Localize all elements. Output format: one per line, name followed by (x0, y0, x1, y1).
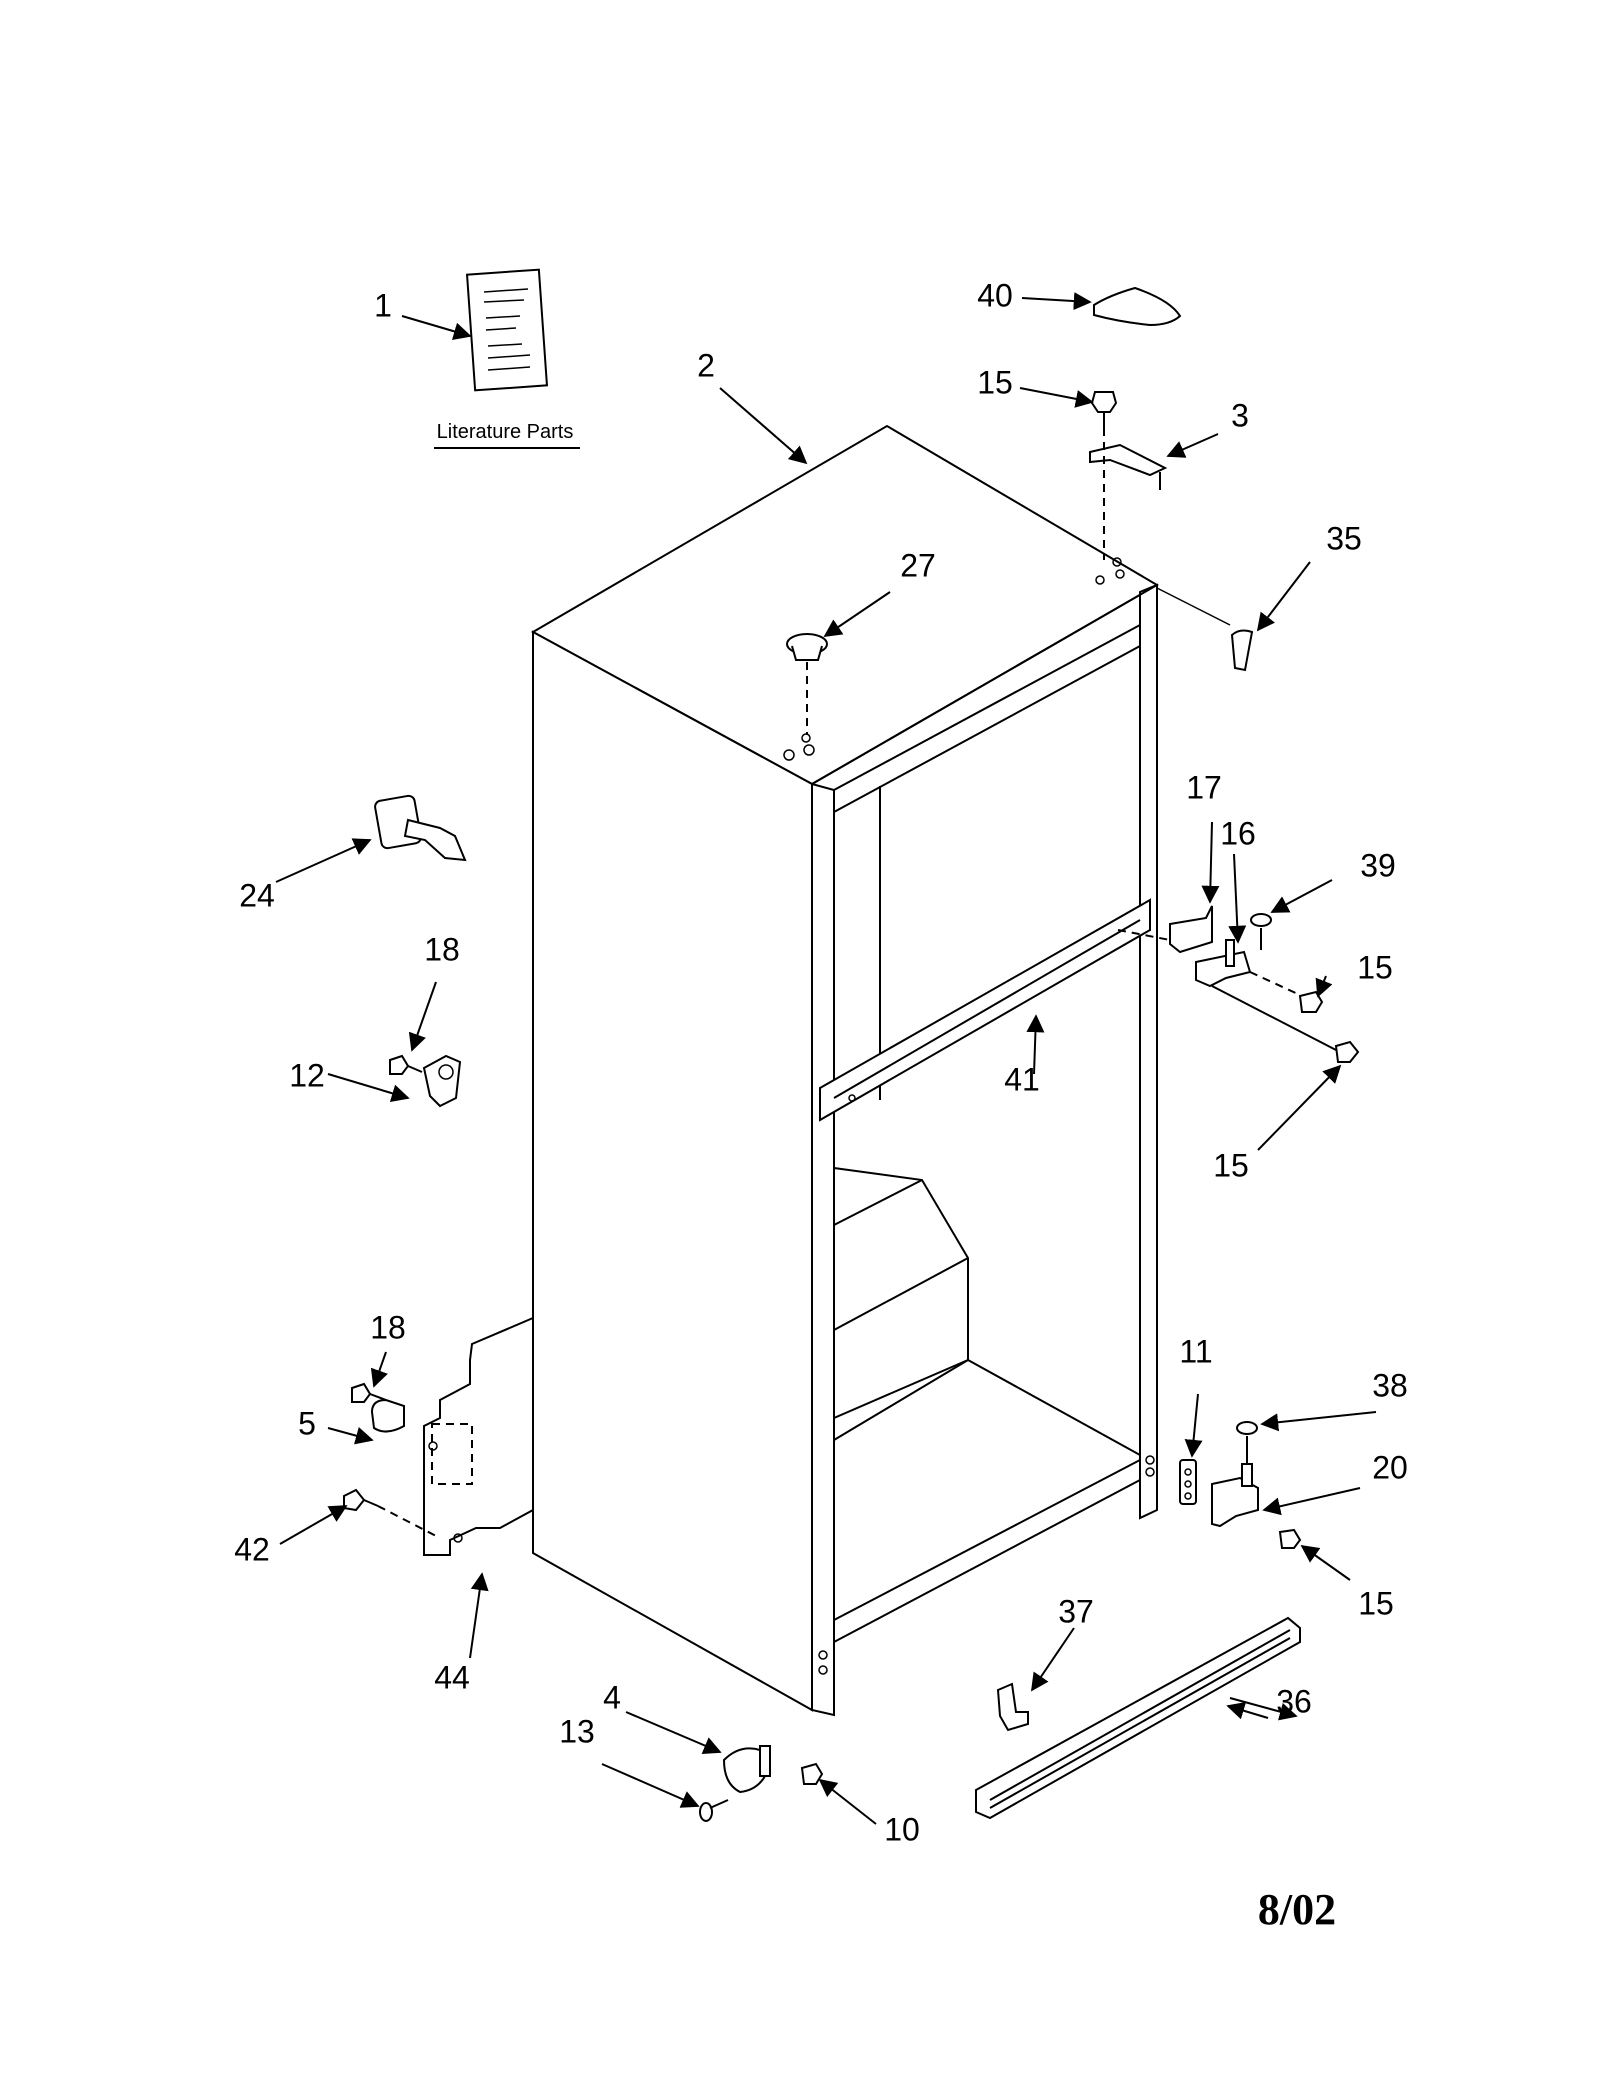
callout-18-upper: 18 (424, 931, 460, 967)
callout-16: 16 (1220, 815, 1256, 851)
pin-part-13 (699, 1799, 729, 1822)
callout-15-mid-a: 15 (1357, 949, 1393, 985)
bracket-part-44 (423, 1316, 534, 1556)
callout-11: 11 (1179, 1333, 1212, 1369)
screw-42-dashline (377, 1505, 441, 1539)
spacer-part-11 (1179, 1459, 1197, 1505)
callout-42: 42 (234, 1531, 270, 1567)
callout-35: 35 (1326, 520, 1362, 556)
callout-10: 10 (884, 1811, 920, 1847)
plug-button (786, 633, 828, 661)
mid-hinge-screw-b (1334, 1040, 1360, 1063)
callout-39: 39 (1360, 847, 1396, 883)
shelf-bracket-upper-left (422, 1054, 462, 1108)
callout-38: 38 (1372, 1367, 1408, 1403)
callout-15-top: 15 (977, 364, 1013, 400)
top-hinge-bracket (1089, 443, 1168, 490)
callout-24: 24 (239, 877, 275, 913)
callout-3: 3 (1231, 397, 1249, 433)
screw-part-10 (800, 1762, 824, 1785)
mid-hinge-plate-17 (1169, 905, 1213, 954)
callout-18-lower: 18 (370, 1309, 406, 1345)
callout-labels: 1 2 3 4 5 10 11 12 13 15 15 15 15 16 17 … (234, 277, 1408, 1847)
clamp-part-5 (370, 1398, 405, 1433)
lower-hinge-screw (1278, 1528, 1302, 1549)
callout-44: 44 (434, 1659, 470, 1695)
callout-20: 20 (1372, 1449, 1408, 1485)
lower-hinge-part-20 (1211, 1463, 1259, 1528)
top-hinge-screw (1090, 391, 1118, 428)
callout-1: 1 (374, 287, 392, 323)
clip-part-37 (996, 1682, 1029, 1732)
leader-lines (275, 292, 1377, 1825)
washer-part-39 (1250, 913, 1272, 927)
shelf-support (374, 794, 467, 862)
mid-hinge-part-16 (1195, 939, 1252, 988)
literature-parts-label: Literature Parts (437, 421, 574, 443)
callout-27: 27 (900, 547, 936, 583)
screw-part-42 (343, 1488, 379, 1512)
callout-17: 17 (1186, 769, 1222, 805)
roller-part-4 (722, 1745, 771, 1794)
washer-part-38 (1236, 1421, 1258, 1435)
callout-40: 40 (977, 277, 1013, 313)
callout-13: 13 (559, 1713, 595, 1749)
screw-upper-left (389, 1054, 423, 1075)
hinge-clip-line (1156, 587, 1231, 626)
cabinet (530, 424, 1159, 1717)
mid-hinge-dashline-a (1117, 929, 1171, 941)
literature-booklet (465, 268, 549, 392)
mid-hinge-dashline-c (1211, 985, 1337, 1051)
mid-hinge-dashline-b (1249, 971, 1301, 996)
grille-part-36 (975, 1616, 1301, 1820)
callout-36: 36 (1276, 1683, 1312, 1719)
callout-5: 5 (298, 1405, 316, 1441)
callout-4: 4 (603, 1679, 621, 1715)
callout-15-bottom: 15 (1358, 1585, 1394, 1621)
callout-37: 37 (1058, 1593, 1094, 1629)
callout-2: 2 (697, 347, 715, 383)
callout-15-mid-b: 15 (1213, 1147, 1249, 1183)
screw-lower-left (351, 1382, 387, 1403)
hinge-clip (1230, 629, 1254, 672)
revision-date: 8/02 (1258, 1885, 1336, 1934)
hinge-cover (1093, 286, 1182, 327)
callout-12: 12 (289, 1057, 325, 1093)
callout-41: 41 (1004, 1061, 1040, 1097)
